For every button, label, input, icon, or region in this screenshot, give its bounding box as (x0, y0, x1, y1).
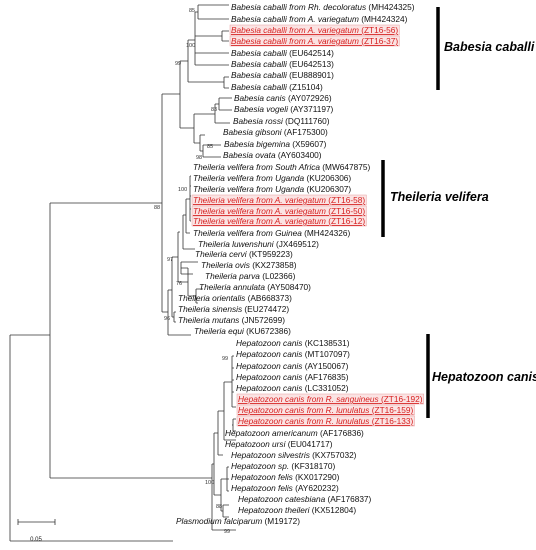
taxon-label: Theileria ovis (KX273858) (201, 260, 297, 270)
taxon-label: Hepatozoon canis from R. lunulatus (ZT16… (238, 416, 413, 426)
highlight-box (229, 35, 400, 47)
taxon-label: Babesia caballi (Z15104) (231, 82, 323, 92)
taxon-label: Hepatozoon catesbiana (AF176837) (238, 494, 372, 504)
scale-bar: 0.05 (17, 519, 56, 543)
bootstrap-value: 76 (176, 281, 182, 287)
taxon-label: Hepatozoon canis (KC138531) (236, 338, 350, 348)
taxon-label: Hepatozoon canis (MT107097) (236, 349, 350, 359)
taxon-label: Hepatozoon canis (AF176835) (236, 372, 349, 382)
taxon-label: Theileria cervi (KT959223) (195, 249, 293, 259)
taxon-label: Babesia rossi (DQ111760) (233, 116, 330, 126)
bootstrap-value: 100 (205, 480, 214, 486)
bootstrap-value: 85 (207, 144, 213, 150)
highlight-box (191, 194, 367, 206)
highlight-boxes (191, 24, 424, 427)
taxon-label: Theileria velifera from A. variegatum (Z… (193, 206, 365, 216)
taxon-label: Babesia caballi (EU888901) (231, 70, 334, 80)
scale-bar-label: 0.05 (30, 537, 42, 543)
taxon-label: Babesia caballi from Rh. decoloratus (MH… (231, 2, 415, 12)
taxon-label: Hepatozoon felis (KX017290) (231, 472, 340, 482)
taxon-label: Babesia caballi from A. variegatum (ZT16… (231, 25, 398, 35)
bootstrap-value: 85 (189, 8, 195, 14)
taxon-label: Babesia vogeli (AY371197) (234, 104, 334, 114)
taxon-label: Theileria sinensis (EU274472) (178, 304, 289, 314)
taxon-label: Hepatozoon felis (AY620232) (231, 483, 339, 493)
taxon-label: Theileria velifera from Guinea (MH424326… (193, 228, 350, 238)
group-bars (381, 7, 440, 418)
bootstrap-value: 88 (216, 504, 222, 510)
taxon-label: Theileria velifera from A. variegatum (Z… (193, 216, 365, 226)
taxon-label: Hepatozoon canis from R. lunulatus (ZT16… (238, 405, 413, 415)
bootstrap-value: 99 (222, 356, 228, 362)
highlight-box (236, 404, 415, 416)
taxon-label: Theileria velifera from Uganda (KU206306… (193, 173, 351, 183)
taxon-label: Babesia caballi from A. variegatum (ZT16… (231, 36, 398, 46)
bootstrap-value: 99 (175, 61, 181, 67)
taxon-label: Theileria luwenshuni (JX469512) (198, 239, 319, 249)
highlight-box (191, 215, 367, 227)
taxon-label: Hepatozoon canis (LC331052) (236, 383, 349, 393)
taxon-label: Plasmodium falciparum (M19172) (176, 516, 300, 526)
taxon-label: Babesia gibsoni (AF175300) (223, 127, 328, 137)
bootstrap-value: 83 (211, 107, 217, 113)
taxon-label: Theileria velifera from South Africa (MW… (193, 162, 370, 172)
taxon-label: Babesia canis (AY072926) (234, 93, 332, 103)
group-label-hepatozoon-canis: Hepatozoon canis (432, 370, 536, 384)
taxon-label: Theileria parva (L02366) (205, 271, 296, 281)
taxon-label: Theileria equi (KU672386) (194, 326, 291, 336)
bootstrap-value: 100 (178, 187, 187, 193)
bootstrap-value: 100 (186, 43, 195, 49)
group-label-theileria-velifera: Theileria velifera (390, 190, 489, 204)
taxon-label: Babesia bigemina (X59607) (224, 139, 327, 149)
highlight-box (229, 24, 400, 36)
taxon-label: Babesia ovata (AY603400) (223, 150, 322, 160)
bootstrap-value: 99 (224, 529, 230, 535)
taxon-label: Theileria annulata (AY508470) (199, 282, 311, 292)
highlight-box (236, 393, 424, 405)
taxon-label: Hepatozoon americanum (AF176836) (225, 428, 364, 438)
taxon-label: Theileria velifera from A. variegatum (Z… (193, 195, 365, 205)
bootstrap-value: 97 (167, 257, 173, 263)
taxon-label: Hepatozoon canis (AY150067) (236, 361, 349, 371)
group-label-babesia-caballi: Babesia caballi (444, 40, 535, 54)
taxon-label: Babesia caballi from A. variegatum (MH42… (231, 14, 408, 24)
highlight-box (236, 415, 415, 427)
taxon-label: Theileria orientalis (AB668373) (178, 293, 292, 303)
taxon-label: Babesia caballi (EU642514) (231, 48, 334, 58)
taxon-label: Theileria velifera from Uganda (KU206307… (193, 184, 351, 194)
taxon-label: Hepatozoon sp. (KF318170) (231, 461, 335, 471)
taxa-labels: Babesia caballi from Rh. decoloratus (MH… (176, 2, 423, 526)
taxon-label: Hepatozoon theileri (KX512804) (238, 505, 356, 515)
taxon-label: Babesia caballi (EU642513) (231, 59, 334, 69)
tree-branches (9, 4, 236, 542)
bootstrap-values: 85 100 99 83 85 98 88 100 97 76 96 99 100 88 99 (154, 8, 230, 535)
bootstrap-value: 88 (154, 205, 160, 211)
taxon-label: Hepatozoon ursi (EU041717) (225, 439, 333, 449)
taxon-label: Theileria mutans (JN572699) (178, 315, 285, 325)
bootstrap-value: 96 (164, 316, 170, 322)
bootstrap-value: 98 (196, 155, 202, 161)
taxon-label: Hepatozoon silvestris (KX757032) (231, 450, 357, 460)
taxon-label: Hepatozoon canis from R. sanguineus (ZT1… (238, 394, 423, 404)
